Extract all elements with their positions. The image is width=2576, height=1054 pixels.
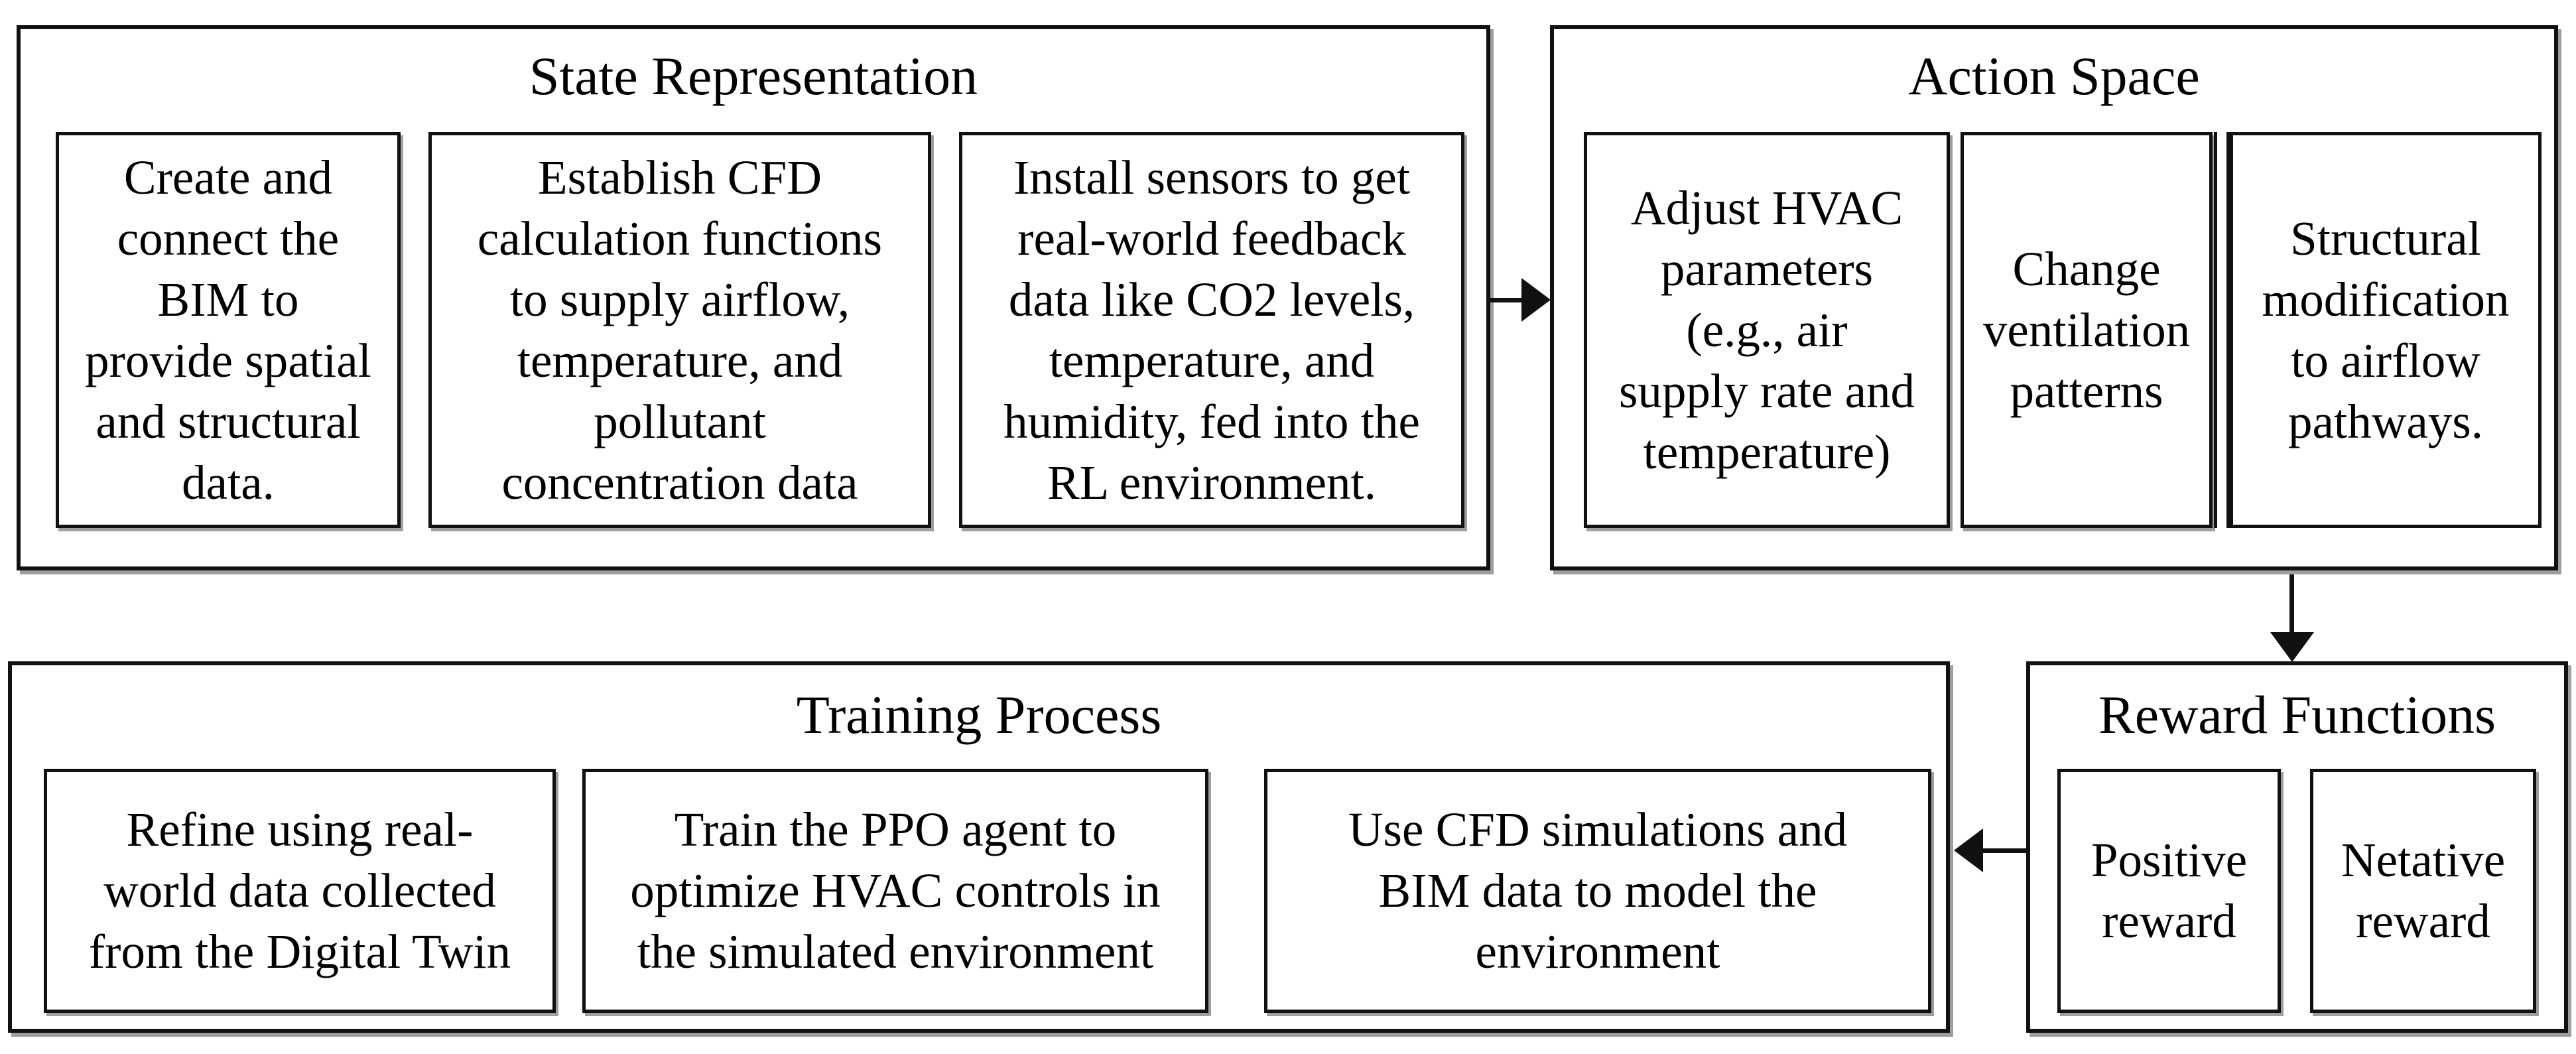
arrow-reward-to-training-head xyxy=(1954,828,1983,872)
arrow-reward-to-training-shaft xyxy=(1982,848,2028,853)
train-cfd-bim-model: Use CFD simulations and BIM data to mode… xyxy=(1264,769,1931,1013)
group-state-representation: State Representation Create and connect … xyxy=(17,25,1490,570)
action-change-ventilation: Change ventilation patterns xyxy=(1961,132,2213,528)
state-representation-title: State Representation xyxy=(529,46,978,106)
group-reward-functions: Reward Functions Positive reward Netativ… xyxy=(2026,661,2568,1033)
reward-negative: Netative reward xyxy=(2310,769,2536,1013)
action-space-double-divider xyxy=(2214,132,2230,528)
step-create-connect-bim: Create and connect the BIM to provide sp… xyxy=(56,132,401,528)
action-space-title: Action Space xyxy=(1908,46,2200,106)
step-establish-cfd-functions: Establish CFD calculation functions to s… xyxy=(428,132,931,528)
step-install-sensors: Install sensors to get real-world feedba… xyxy=(959,132,1464,528)
group-training-process: Training Process Refine using real- worl… xyxy=(8,661,1950,1033)
reward-functions-title: Reward Functions xyxy=(2098,685,2496,745)
arrow-action-to-reward-shaft xyxy=(2289,574,2294,635)
arrow-state-to-action-head xyxy=(1521,278,1551,322)
train-refine-real-world-data: Refine using real- world data collected … xyxy=(44,769,556,1013)
group-action-space: Action Space Adjust HVAC parameters (e.g… xyxy=(1550,25,2558,570)
train-ppo-agent: Train the PPO agent to optimize HVAC con… xyxy=(582,769,1208,1013)
action-structural-modification: Structural modification to airflow pathw… xyxy=(2230,132,2542,528)
reward-positive: Positive reward xyxy=(2057,769,2281,1013)
arrow-action-to-reward-head xyxy=(2270,632,2314,662)
training-process-title: Training Process xyxy=(796,685,1162,745)
arrow-state-to-action-shaft xyxy=(1490,298,1527,302)
action-adjust-hvac: Adjust HVAC parameters (e.g., air supply… xyxy=(1584,132,1950,528)
